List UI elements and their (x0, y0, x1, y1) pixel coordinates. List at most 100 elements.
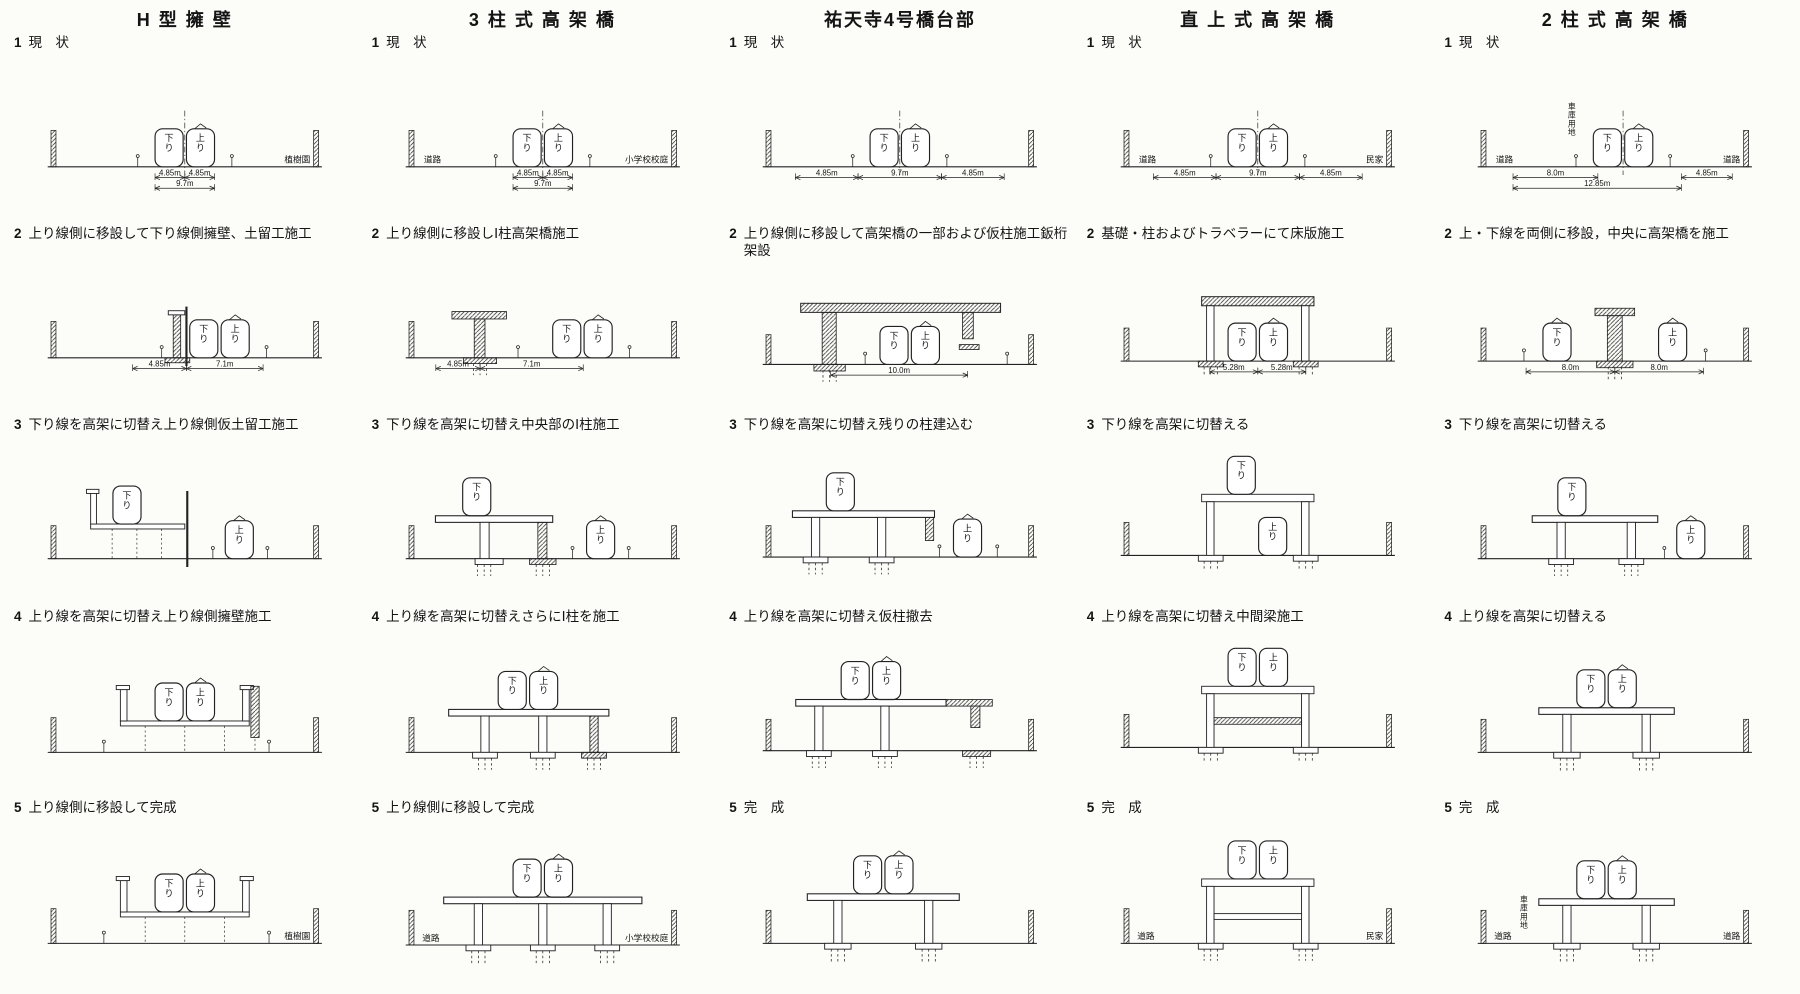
step-caption: 下り線を高架に切替える (1101, 417, 1250, 433)
svg-text:4.85m: 4.85m (816, 168, 838, 177)
step-number: 2 (729, 226, 737, 242)
svg-text:9.7m: 9.7m (176, 179, 193, 188)
svg-text:車庫用地: 車庫用地 (1568, 101, 1576, 137)
svg-text:上り: 上り (895, 860, 904, 880)
method-title: 2 柱 式 高 架 橋 (1541, 10, 1689, 30)
svg-text:7.1m: 7.1m (216, 360, 233, 369)
svg-text:8.0m: 8.0m (1562, 363, 1579, 372)
svg-text:植樹園: 植樹園 (284, 930, 310, 941)
svg-text:下り: 下り (1587, 674, 1596, 694)
svg-text:上り: 上り (882, 666, 891, 686)
svg-text:上り: 上り (196, 878, 205, 898)
step-number: 3 (1086, 417, 1095, 433)
step-number: 1 (1444, 35, 1452, 50)
svg-text:車庫用地: 車庫用地 (1520, 894, 1528, 930)
svg-text:上り: 上り (1269, 133, 1278, 153)
svg-text:道路: 道路 (1139, 154, 1157, 165)
svg-text:5.28m: 5.28m (1223, 363, 1245, 372)
step-caption: 下り線を高架に切替える (1458, 417, 1608, 433)
method-title: 祐天寺4号橋台部 (823, 10, 976, 30)
step-caption: 完 成 (743, 799, 785, 815)
svg-text:小学校校庭: 小学校校庭 (625, 932, 669, 943)
step-diagram: 下り 上り 8.0m 8.0m (1478, 308, 1753, 381)
step-caption: 上り線を高架に切替え上り線側擁壁施工 (28, 608, 272, 624)
svg-text:9.7m: 9.7m (891, 168, 908, 177)
svg-text:植樹園: 植樹園 (284, 154, 310, 165)
step-caption: 現 状 (386, 35, 427, 50)
svg-text:道路: 道路 (422, 932, 440, 943)
svg-text:下り: 下り (1587, 865, 1596, 885)
svg-text:道路: 道路 (1496, 154, 1514, 165)
svg-text:上り: 上り (593, 324, 602, 344)
svg-text:下り: 下り (1553, 328, 1562, 348)
step-diagram: 下り上り道路道路車庫用地8.0m12.85m4.85m (1478, 101, 1753, 191)
svg-text:上り: 上り (1668, 328, 1677, 348)
svg-text:下り: 下り (1568, 483, 1577, 503)
svg-text:上り: 上り (196, 687, 205, 707)
svg-text:8.0m: 8.0m (1651, 363, 1668, 372)
svg-text:下り: 下り (522, 133, 531, 153)
svg-text:上り: 上り (921, 331, 930, 351)
svg-text:道路: 道路 (1137, 930, 1155, 941)
svg-text:下り: 下り (1237, 328, 1246, 348)
svg-text:9.7m: 9.7m (1249, 168, 1266, 177)
step-number: 5 (1086, 799, 1095, 815)
svg-text:5.28m: 5.28m (1271, 363, 1293, 372)
step-diagram: 下り上り道路民家 (1120, 840, 1395, 961)
step-caption: 完 成 (1101, 799, 1142, 815)
step-number: 3 (14, 417, 22, 433)
svg-text:4.85m: 4.85m (1696, 168, 1718, 177)
svg-text:上り: 上り (231, 324, 240, 344)
step-number: 2 (371, 226, 380, 242)
step-caption: 下り線を高架に切替え中央部のⅠ柱施工 (386, 417, 620, 433)
svg-text:上り: 上り (1618, 865, 1627, 885)
svg-text:下り: 下り (522, 863, 531, 883)
svg-text:4.85m: 4.85m (447, 360, 469, 369)
svg-text:上り: 上り (1687, 526, 1696, 546)
svg-text:上り: 上り (539, 675, 548, 695)
step-caption-row: 5 完 成 (1087, 799, 1429, 836)
step-caption: 完 成 (1458, 799, 1500, 815)
svg-text:4.85m: 4.85m (1174, 168, 1196, 177)
svg-text:民家: 民家 (1366, 930, 1384, 941)
svg-text:上り: 上り (554, 863, 563, 883)
step-caption: 上り線側に移設して下り線側擁壁、土留工施工 (28, 226, 312, 242)
step-caption: 現 状 (28, 35, 70, 50)
svg-text:4.85m: 4.85m (149, 360, 171, 369)
step-number: 1 (729, 35, 737, 50)
svg-text:上り: 上り (1635, 133, 1644, 153)
